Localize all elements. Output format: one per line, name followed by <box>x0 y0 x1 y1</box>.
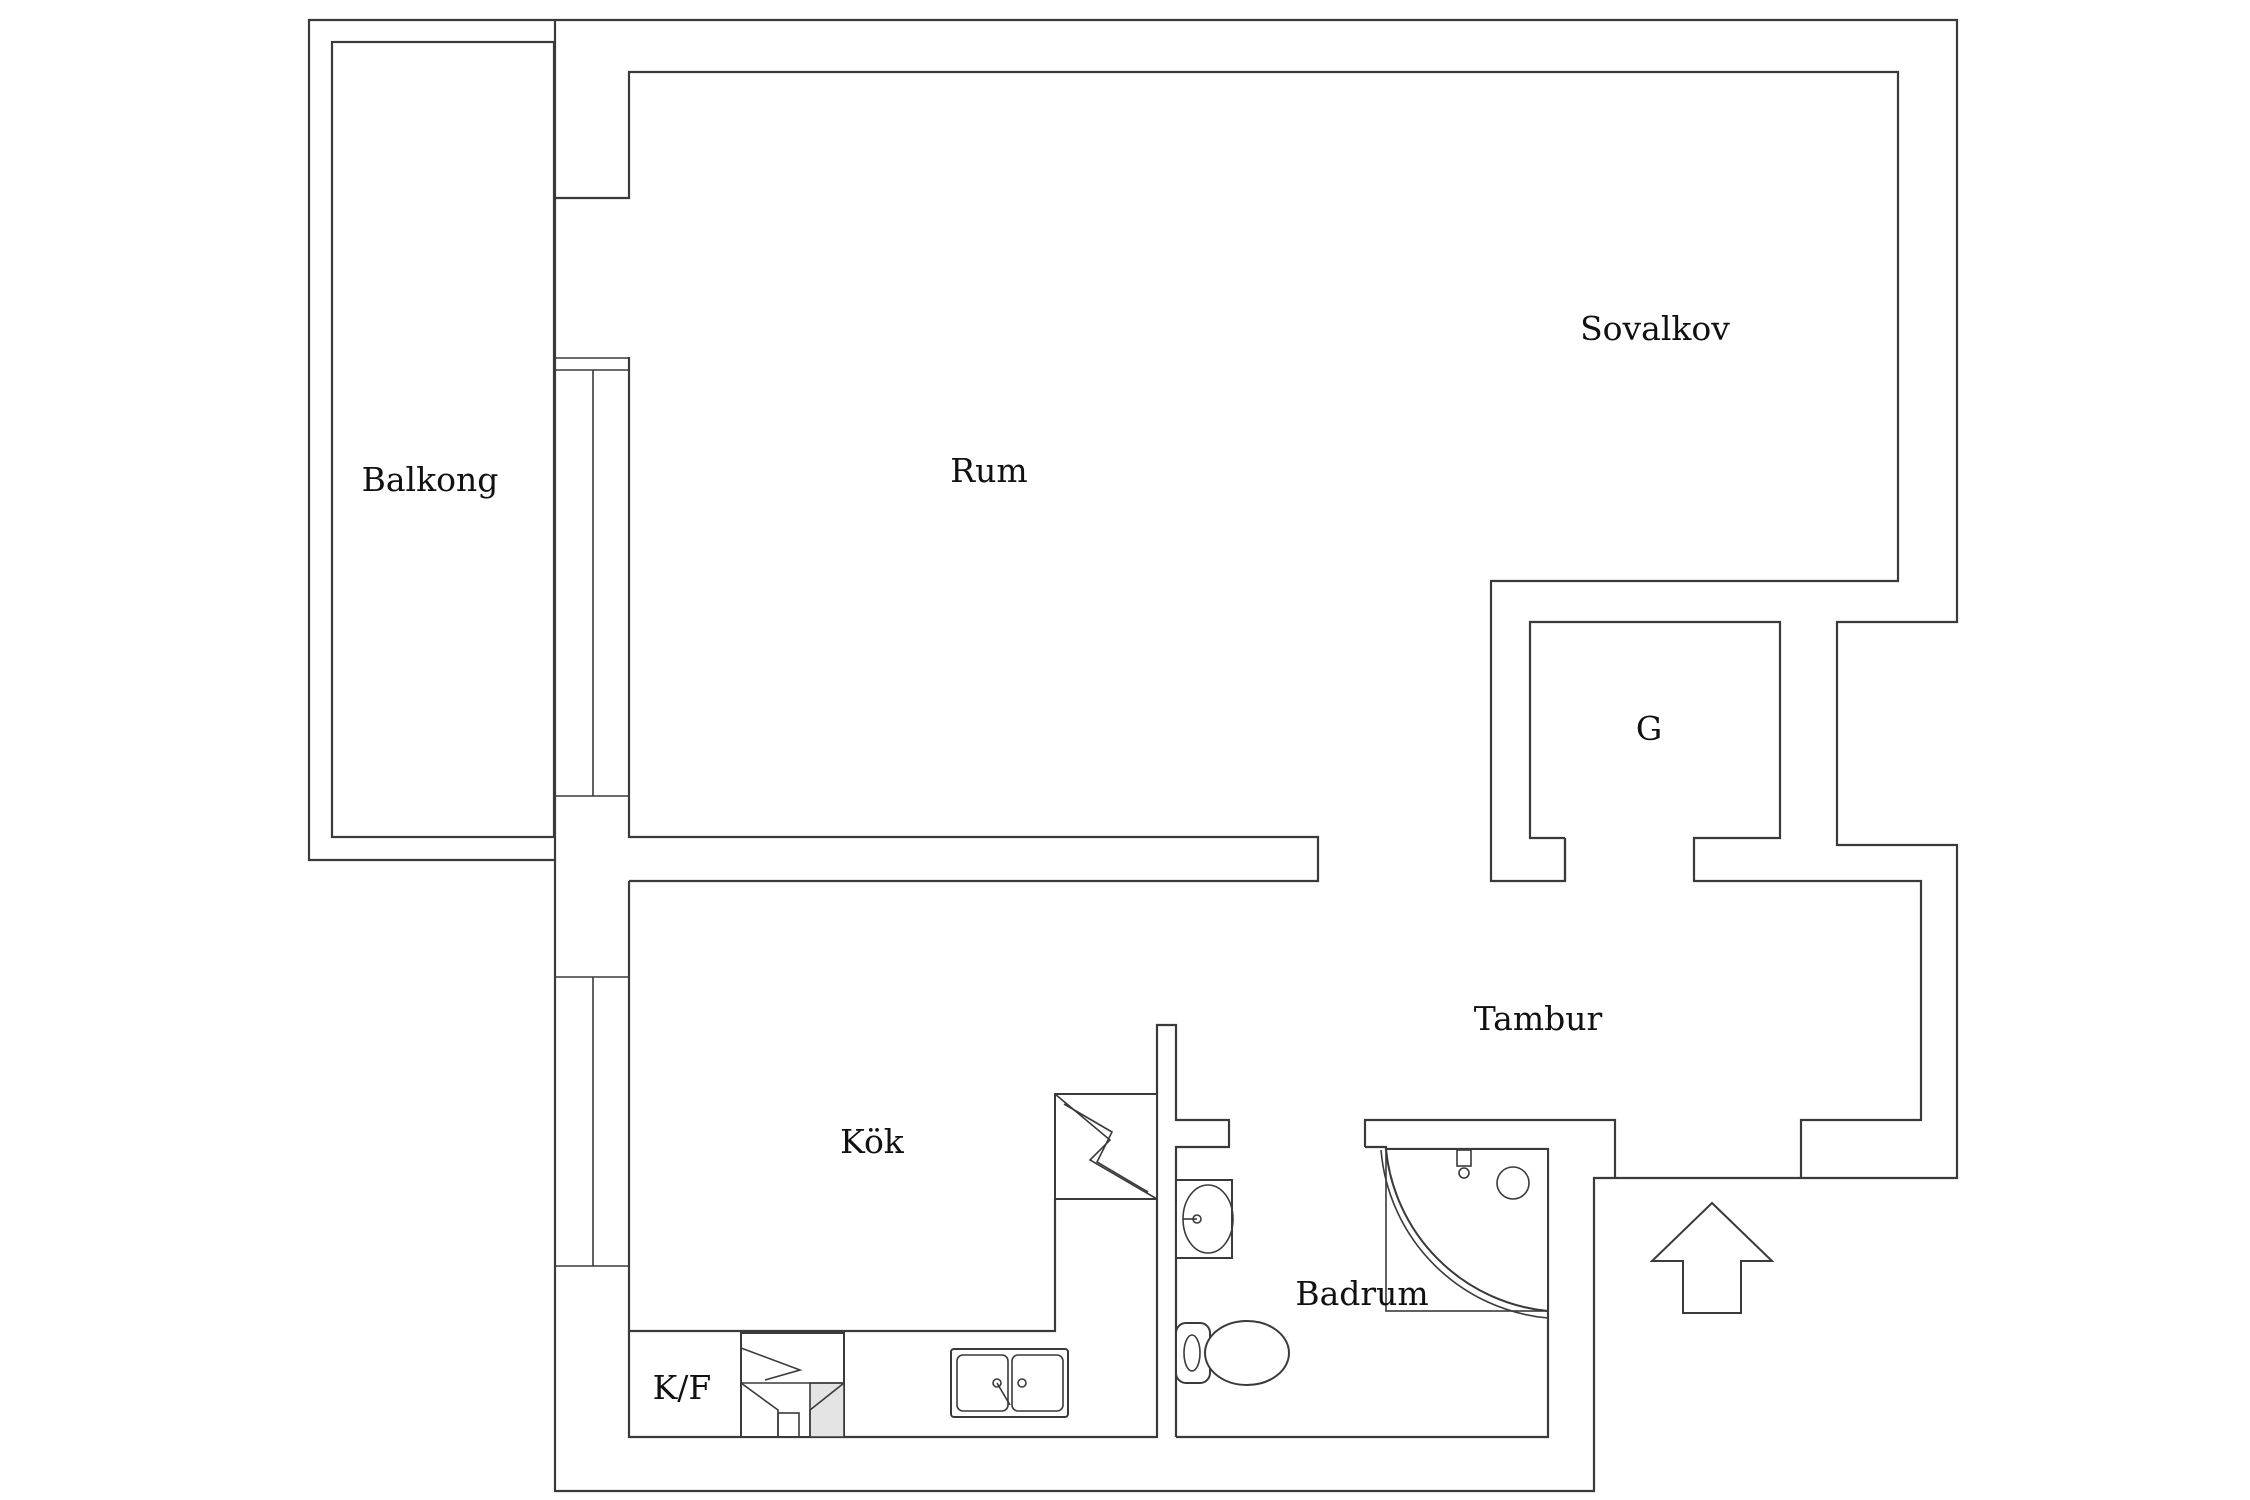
entrance-arrow <box>1649 1201 1775 1314</box>
room-g <box>1528 620 1923 1178</box>
g-inner-outline <box>1528 620 1923 1178</box>
window-kok <box>555 976 629 1267</box>
stove-icon <box>1054 1093 1158 1200</box>
room-badrum <box>1175 1145 1550 1439</box>
room-labels: Balkong Rum Sovalkov G Tambur Kök Badrum… <box>362 309 1731 1407</box>
label-tambur: Tambur <box>1474 999 1603 1038</box>
rum-inner-outline <box>555 70 1900 883</box>
label-badrum: Badrum <box>1295 1274 1428 1313</box>
kok-inner-outline <box>627 881 1231 1439</box>
balcony <box>330 20 557 860</box>
room-tambur <box>1363 1118 1617 1178</box>
label-rum: Rum <box>950 451 1027 490</box>
balcony-inner-outline <box>330 40 556 839</box>
label-kok: Kök <box>840 1122 905 1161</box>
kitchen-sink-icon <box>950 1348 1069 1418</box>
room-kok <box>555 881 1231 1439</box>
toilet-icon <box>1175 1320 1290 1386</box>
label-kf: K/F <box>653 1368 712 1407</box>
label-balkong: Balkong <box>362 460 499 499</box>
rum-bottom-wall <box>627 357 1320 883</box>
entrance-arrow-icon <box>1649 1201 1775 1314</box>
label-sovalkov: Sovalkov <box>1580 309 1730 348</box>
tambur-inner-wall <box>1363 1118 1617 1178</box>
window-rum <box>555 357 629 797</box>
kok-counter-edge <box>629 1199 1057 1333</box>
fridge-freezer-icon <box>740 1332 845 1438</box>
shower-icon <box>1380 1148 1549 1319</box>
room-rum-sovalkov <box>555 70 1900 883</box>
washbasin-icon <box>1175 1179 1234 1259</box>
label-g: G <box>1636 709 1662 748</box>
